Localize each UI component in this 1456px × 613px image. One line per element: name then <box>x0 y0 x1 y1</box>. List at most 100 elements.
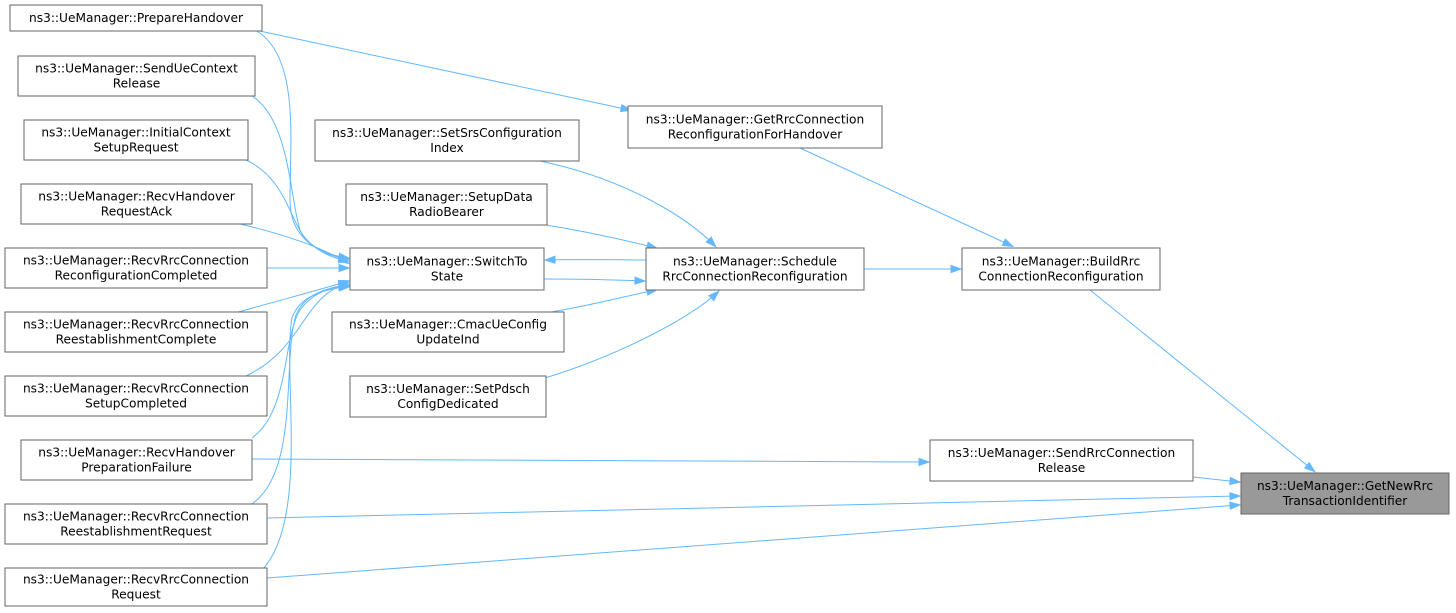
arrowhead-icon <box>338 283 351 292</box>
node-initialContextSetupRequest[interactable]: ns3::UeManager::InitialContextSetupReque… <box>23 119 249 161</box>
node-box <box>349 375 547 418</box>
node-label-line: ns3::UeManager::RecvRrcConnection <box>23 510 249 524</box>
edge-recvRrcConnReestabRequest-to-getNewRrcTransactionId <box>266 492 1242 519</box>
node-label-line: TransactionIdentifier <box>1282 494 1409 508</box>
edge-line <box>251 285 349 505</box>
node-label-line: State <box>431 270 463 284</box>
arrowhead-icon <box>543 255 556 264</box>
node-box <box>4 247 268 289</box>
edge-getRrcConnReconfForHandover-to-buildRrcConnReconf <box>799 147 1015 248</box>
edge-line <box>1089 289 1315 472</box>
node-label-line: SetupCompleted <box>85 397 187 411</box>
node-label-line: ns3::UeManager::RecvHandover <box>38 190 235 204</box>
edge-recvRrcConnReconfCompleted-to-switchToState <box>267 263 351 273</box>
graph-nodes: ns3::UeManager::PrepareHandoverns3::UeMa… <box>4 4 1450 607</box>
node-box <box>4 567 268 607</box>
node-label-line: ns3::UeManager::CmacUeConfig <box>349 318 547 332</box>
edge-setPdschConfigDedicated-to-scheduleRrcConnReconf <box>544 290 720 379</box>
arrowhead-icon <box>1229 492 1242 501</box>
node-label-line: SetupRequest <box>94 141 179 155</box>
node-recvRrcConnReestabRequest[interactable]: ns3::UeManager::RecvRrcConnectionReestab… <box>4 503 268 545</box>
node-label-line: ReconfigurationForHandover <box>668 128 844 142</box>
node-label-line: RadioBearer <box>409 205 485 219</box>
edge-setSrsConfigIndex-to-scheduleRrcConnReconf <box>539 160 717 248</box>
node-label-line: ns3::UeManager::SendUeContext <box>35 62 238 76</box>
node-label-line: PreparationFailure <box>81 461 192 475</box>
node-label-line: ns3::UeManager::RecvRrcConnection <box>23 573 249 587</box>
arrowhead-icon <box>918 457 931 467</box>
edge-buildRrcConnReconf-to-getNewRrcTransactionId <box>1089 289 1316 473</box>
node-box <box>23 119 249 161</box>
node-label-line: ns3::UeManager::Schedule <box>673 255 837 269</box>
node-prepareHandover[interactable]: ns3::UeManager::PrepareHandover <box>9 4 263 32</box>
node-recvRrcConnSetupCompleted[interactable]: ns3::UeManager::RecvRrcConnectionSetupCo… <box>4 375 268 417</box>
edge-scheduleRrcConnReconf-to-buildRrcConnReconf <box>864 264 963 274</box>
edge-line <box>799 147 1013 247</box>
edge-line <box>544 291 719 379</box>
edge-line <box>266 504 1240 579</box>
edge-line <box>266 495 1240 519</box>
node-label-line: ns3::UeManager::BuildRrc <box>982 255 1140 269</box>
edge-scheduleRrcConnReconf-to-switchToState <box>543 255 647 264</box>
node-recvRrcConnReconfCompleted[interactable]: ns3::UeManager::RecvRrcConnectionReconfi… <box>4 247 268 289</box>
edge-setupDataRadioBearer-to-scheduleRrcConnReconf <box>539 223 659 250</box>
edge-line <box>254 29 631 111</box>
node-buildRrcConnReconf[interactable]: ns3::UeManager::BuildRrcConnectionReconf… <box>961 247 1161 291</box>
node-box <box>331 311 565 353</box>
arrowhead-icon <box>634 276 647 285</box>
node-label-line: ReconfigurationCompleted <box>55 269 218 283</box>
edge-sendRrcConnRelease-to-getNewRrcTransactionId <box>1192 476 1242 486</box>
node-box <box>4 375 268 417</box>
node-label-line: Release <box>1038 461 1086 475</box>
node-label-line: ns3::UeManager::SendRrcConnection <box>948 446 1175 460</box>
node-box <box>349 247 545 291</box>
node-label-line: ns3::UeManager::SwitchTo <box>366 255 527 269</box>
edge-line <box>245 159 349 262</box>
node-label-line: ns3::UeManager::SetSrsConfiguration <box>332 126 562 140</box>
node-label-line: ns3::UeManager::RecvRrcConnection <box>23 382 249 396</box>
edge-line <box>261 286 349 571</box>
node-scheduleRrcConnReconf[interactable]: ns3::UeManager::ScheduleRrcConnectionRec… <box>645 247 865 291</box>
edge-cmacUeConfigUpdateInd-to-scheduleRrcConnReconf <box>544 287 659 314</box>
arrowhead-icon <box>1229 501 1242 510</box>
edge-switchToState-to-scheduleRrcConnReconf <box>543 276 647 285</box>
arrowhead-icon <box>705 236 717 248</box>
node-box <box>314 119 580 162</box>
arrowhead-icon <box>950 264 963 274</box>
node-box <box>929 439 1194 482</box>
node-recvHandoverPrepFailure[interactable]: ns3::UeManager::RecvHandoverPreparationF… <box>20 439 253 481</box>
node-getNewRrcTransactionId: ns3::UeManager::GetNewRrcTransactionIden… <box>1240 472 1450 515</box>
arrowhead-icon <box>337 254 351 265</box>
node-box <box>4 503 268 545</box>
node-box <box>9 4 263 32</box>
node-getRrcConnReconfForHandover[interactable]: ns3::UeManager::GetRrcConnectionReconfig… <box>627 105 883 149</box>
node-box <box>20 439 253 481</box>
node-label-line: Release <box>113 77 161 91</box>
node-recvRrcConnReestabComplete[interactable]: ns3::UeManager::RecvRrcConnectionReestab… <box>4 311 268 353</box>
node-box <box>345 183 548 226</box>
node-label-line: RequestAck <box>101 205 173 219</box>
edge-line <box>539 160 716 247</box>
node-box <box>961 247 1161 291</box>
node-label-line: RrcConnectionReconfiguration <box>662 270 847 284</box>
edge-line <box>539 223 657 249</box>
node-label-line: Request <box>111 588 161 602</box>
node-label-line: ns3::UeManager::InitialContext <box>41 126 231 140</box>
edge-line <box>251 95 349 260</box>
node-box <box>20 183 253 225</box>
edge-line <box>544 289 657 314</box>
node-label-line: Index <box>430 141 464 155</box>
node-label-line: ReestablishmentRequest <box>60 525 212 539</box>
edge-recvHandoverPrepFailure-to-sendRrcConnRelease <box>251 457 931 467</box>
node-box <box>1240 472 1450 515</box>
node-label-line: ns3::UeManager::RecvRrcConnection <box>23 254 249 268</box>
